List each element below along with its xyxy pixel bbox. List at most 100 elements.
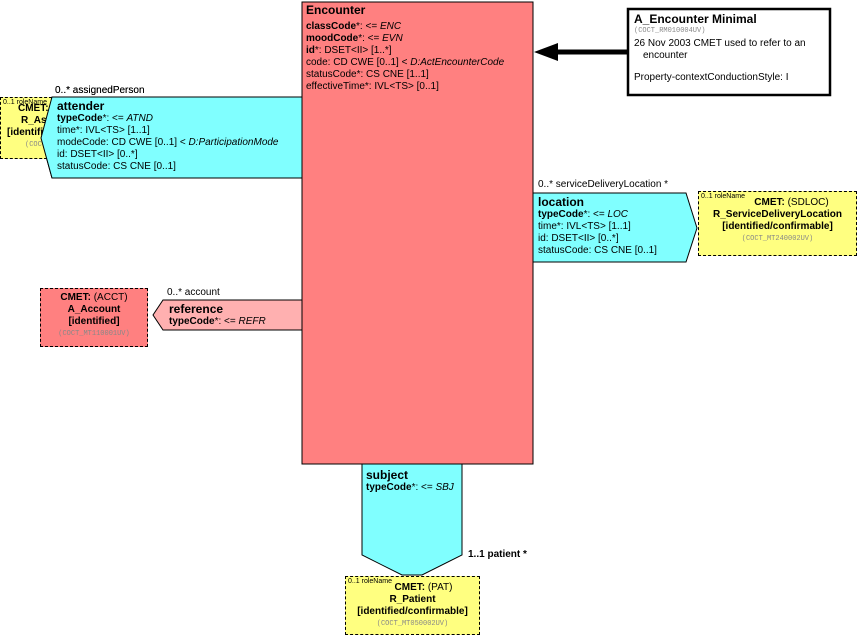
attribute-rest: code: CD CWE [0..1] < (306, 57, 411, 68)
attender-title-top: attender (57, 99, 105, 113)
cmet-service-delivery-location[interactable]: 0..1 roleName CMET: (SDLOC) R_ServiceDel… (698, 191, 857, 256)
entry-point-style: Property-contextConductionStyle: I (634, 72, 789, 83)
attribute-val: ENC (379, 21, 402, 32)
attribute-rest: statusCode: CS CNE [0..1] (538, 245, 657, 256)
cmet-location-flavor: [identified/confirmable] (722, 221, 833, 232)
reference-class: reference typeCode*: <= REFR (169, 302, 266, 328)
attribute-rest: id: DSET<II> [0..*] (57, 149, 138, 160)
attribute-row: typeCode*: <= REFR (169, 316, 266, 328)
attribute-name: classCode (306, 21, 357, 32)
subject-title: subject (366, 468, 409, 482)
entry-point-code: (COCT_RM010004UV) (634, 27, 706, 35)
attribute-row: id: DSET<II> [0..*] (57, 149, 279, 161)
attribute-val: D:ActEncounterCode (410, 57, 505, 68)
attribute-row: typeCode*: <= ATND (57, 113, 279, 125)
attribute-rest: time*: IVL<TS> [1..1] (57, 125, 150, 136)
attribute-val: REFR (238, 316, 266, 327)
cmet-patient-role: 0..1 roleName (348, 578, 392, 585)
attribute-rest: *: <= (411, 482, 436, 493)
attribute-row: id*: DSET<II> [1..*] (306, 45, 504, 57)
attribute-rest: statusCode*: CS CNE [1..1] (306, 69, 429, 80)
attribute-row: time*: IVL<TS> [1..1] (538, 221, 657, 233)
attribute-rest: *: DSET<II> [1..*] (314, 45, 392, 56)
attribute-name: id (306, 45, 315, 56)
attribute-val: SBJ (435, 482, 454, 493)
attribute-rest: *: <= (356, 21, 380, 32)
cmet-account-header: CMET: (ACCT) (41, 292, 147, 304)
cmet-location-name: R_ServiceDeliveryLocation (713, 209, 842, 220)
reference-attributes: typeCode*: <= REFR (169, 316, 266, 328)
attribute-name: typeCode (57, 113, 103, 124)
attribute-row: effectiveTime*: IVL<TS> [0..1] (306, 81, 504, 93)
attribute-val: ATND (126, 113, 153, 124)
attender-association-label-top: 0..* assignedPerson (55, 85, 145, 96)
attribute-row: time*: IVL<TS> [1..1] (57, 125, 279, 137)
cmet-location-role: 0..1 roleName (701, 193, 745, 200)
cmet-patient[interactable]: 0..1 roleName CMET: (PAT) R_Patient [ide… (345, 576, 480, 635)
reference-association-label: 0..* account (167, 287, 220, 298)
encounter-box[interactable] (301, 1, 534, 465)
attribute-row: statusCode: CS CNE [0..1] (538, 245, 657, 257)
attribute-row: statusCode: CS CNE [0..1] (57, 161, 279, 173)
cmet-patient-abbr: (PAT) (425, 582, 453, 593)
location-shape[interactable] (532, 192, 698, 263)
entry-point-desc-1: 26 Nov 2003 CMET used to refer to an (634, 38, 806, 49)
cmet-assigned-role: 0..1 roleName (3, 99, 47, 106)
cmet-assigned-name: R_As (21, 115, 47, 126)
entry-point-desc-2: encounter (643, 50, 688, 61)
cmet-account-flavor: [identified] (68, 316, 120, 327)
attribute-row: classCode*: <= ENC (306, 21, 504, 33)
subject-association-label: 1..1 patient * (468, 549, 527, 560)
cmet-account[interactable]: CMET: (ACCT) A_Account [identified] (COC… (40, 288, 148, 347)
attribute-row: statusCode*: CS CNE [1..1] (306, 69, 504, 81)
reference-shape[interactable] (152, 299, 303, 331)
cmet-assigned-person[interactable]: 0..1 roleName CMET: R_As [identifi (COCT (0, 97, 52, 159)
attribute-rest: modeCode: CD CWE [0..1] < (57, 137, 189, 148)
attribute-row: code: CD CWE [0..1] < D:ActEncounterCode (306, 57, 504, 69)
cmet-location-code: (COCT_MT240002UV) (741, 235, 814, 243)
attribute-rest: *: <= (214, 316, 239, 327)
cmet-patient-flavor: [identified/confirmable] (357, 606, 468, 617)
attribute-rest: *: <= (583, 209, 608, 220)
cmet-location-label: CMET: (754, 197, 785, 208)
attribute-val: EVN (382, 33, 403, 44)
cmet-account-abbr: (ACCT) (90, 292, 128, 303)
attribute-name: typeCode (366, 482, 412, 493)
cmet-account-name: A_Account (67, 304, 121, 315)
cmet-patient-label: CMET: (394, 582, 426, 593)
attribute-name: typeCode (169, 316, 215, 327)
cmet-account-code: (COCT_MT110001UV) (58, 330, 130, 338)
attribute-row: typeCode*: <= LOC (538, 209, 657, 221)
attribute-rest: *: <= (102, 113, 127, 124)
attender-association-label: 0..* assignedPerson (55, 85, 145, 96)
attribute-name: typeCode (538, 209, 584, 220)
entry-point-title: A_Encounter Minimal (634, 12, 757, 26)
attribute-row: moodCode*: <= EVN (306, 33, 504, 45)
cmet-assigned-code: (COCT (25, 141, 47, 149)
cmet-assigned-flavor: [identifi (7, 127, 44, 138)
cmet-account-label: CMET: (60, 292, 91, 303)
attribute-rest: statusCode: CS CNE [0..1] (57, 161, 176, 172)
subject-class: subject typeCode*: <= SBJ (366, 468, 454, 494)
subject-attributes: typeCode*: <= SBJ (366, 482, 454, 494)
reference-title: reference (169, 302, 224, 316)
attribute-rest: id: DSET<II> [0..*] (538, 233, 619, 244)
location-association-label: 0..* serviceDeliveryLocation * (538, 179, 669, 190)
encounter-title: Encounter (306, 3, 366, 17)
subject-shape[interactable] (361, 463, 463, 576)
cmet-assigned-label: CMET: (18, 103, 49, 114)
attribute-val: LOC (607, 209, 629, 220)
cmet-patient-name: R_Patient (389, 594, 436, 605)
attribute-val: D:ParticipationMode (188, 137, 279, 148)
attribute-rest: time*: IVL<TS> [1..1] (538, 221, 631, 232)
entry-point: A_Encounter Minimal (COCT_RM010004UV) 26… (634, 12, 826, 84)
attribute-name: moodCode (306, 33, 359, 44)
cmet-location-header: CMET: (SDLOC) (699, 197, 856, 209)
attribute-row: modeCode: CD CWE [0..1] < D:Participatio… (57, 137, 279, 149)
attribute-row: typeCode*: <= SBJ (366, 482, 454, 494)
